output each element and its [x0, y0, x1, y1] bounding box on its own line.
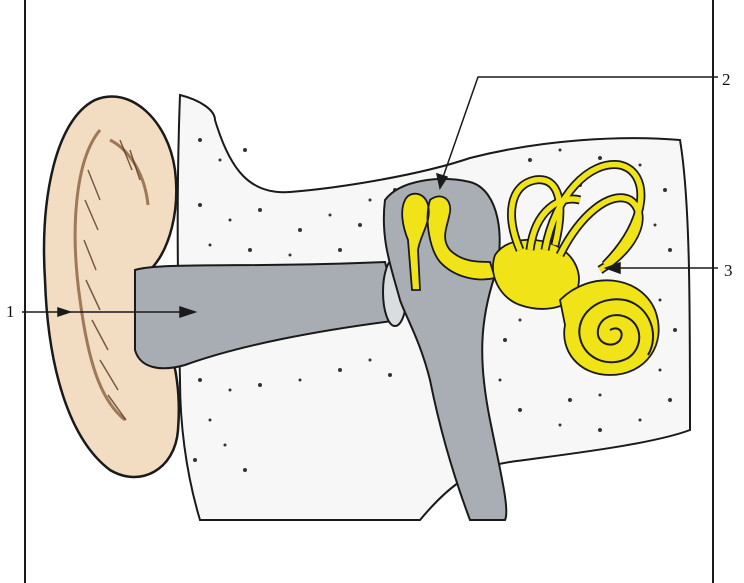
label-1: 1 [6, 302, 15, 322]
label-3: 3 [724, 261, 733, 281]
label-2: 2 [722, 70, 731, 90]
cochlea [560, 280, 659, 375]
